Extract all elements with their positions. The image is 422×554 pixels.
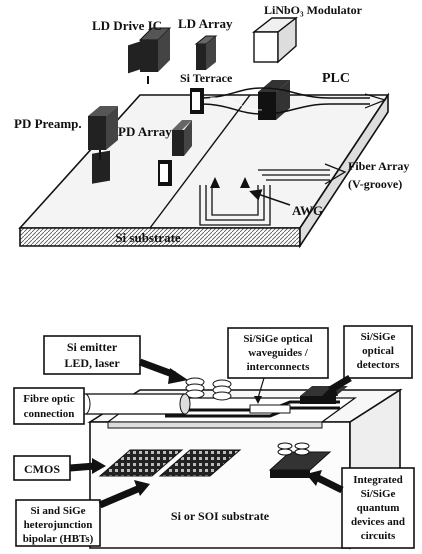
label-plc: PLC — [322, 71, 350, 86]
callout-fibre-line2: connection — [24, 408, 75, 420]
callout-detectors: Si/SiGe optical detectors — [322, 326, 412, 396]
label-pd-preamp: PD Preamp. — [14, 116, 82, 131]
label-ld-array: LD Array — [178, 16, 233, 31]
callout-quantum-line1: Integrated — [353, 474, 403, 486]
fibre-optic-cable — [80, 394, 190, 414]
linbo3-modulator — [254, 18, 296, 120]
label-fiber-array-vgroove: (V-groove) — [348, 177, 402, 191]
callout-hbt-line2: heterojunction — [24, 519, 93, 531]
callout-waveguides-line1: Si/SiGe optical — [243, 333, 312, 345]
callout-fibre: Fibre optic connection — [14, 388, 84, 424]
callout-waveguides-line2: waveguides / — [248, 347, 309, 359]
callout-emitter-line2: LED, laser — [64, 356, 120, 370]
label-si-substrate: Si substrate — [115, 230, 181, 245]
label-awg: AWG — [292, 203, 323, 218]
callout-quantum-line4: devices and — [351, 516, 405, 528]
bottom-diagram: Si emitter LED, laser Si/SiGe optical wa… — [14, 326, 414, 548]
top-diagram: LD Drive IC LD Array LiNbO₃ Modulator Si… — [14, 3, 409, 246]
label-si-soi-substrate: Si or SOI substrate — [171, 509, 270, 523]
callout-quantum-line2: Si/SiGe — [361, 488, 396, 500]
callout-detectors-line1: Si/SiGe — [361, 331, 396, 343]
callout-hbt-line1: Si and SiGe — [30, 505, 85, 517]
label-ld-drive-ic: LD Drive IC — [92, 18, 162, 33]
callout-cmos-text: CMOS — [24, 462, 60, 476]
callout-detectors-line3: detectors — [357, 359, 400, 371]
callout-emitter: Si emitter LED, laser — [44, 336, 188, 384]
callout-quantum-line3: quantum — [357, 502, 400, 514]
callout-hbt-line3: bipolar (HBTs) — [23, 533, 94, 545]
label-pd-array: PD Array — [118, 124, 172, 139]
callout-detectors-line2: optical — [362, 345, 394, 357]
label-linbo3-modulator: LiNbO₃ Modulator — [264, 3, 363, 17]
label-fiber-array: Fiber Array — [348, 159, 409, 173]
callout-emitter-line1: Si emitter — [67, 340, 118, 354]
ld-drive-ic-lower-chip — [128, 39, 148, 84]
callout-waveguides-line3: interconnects — [247, 361, 310, 373]
callout-quantum-line5: circuits — [361, 530, 396, 542]
label-si-terrace: Si Terrace — [180, 71, 233, 85]
callout-fibre-line1: Fibre optic — [23, 393, 75, 405]
